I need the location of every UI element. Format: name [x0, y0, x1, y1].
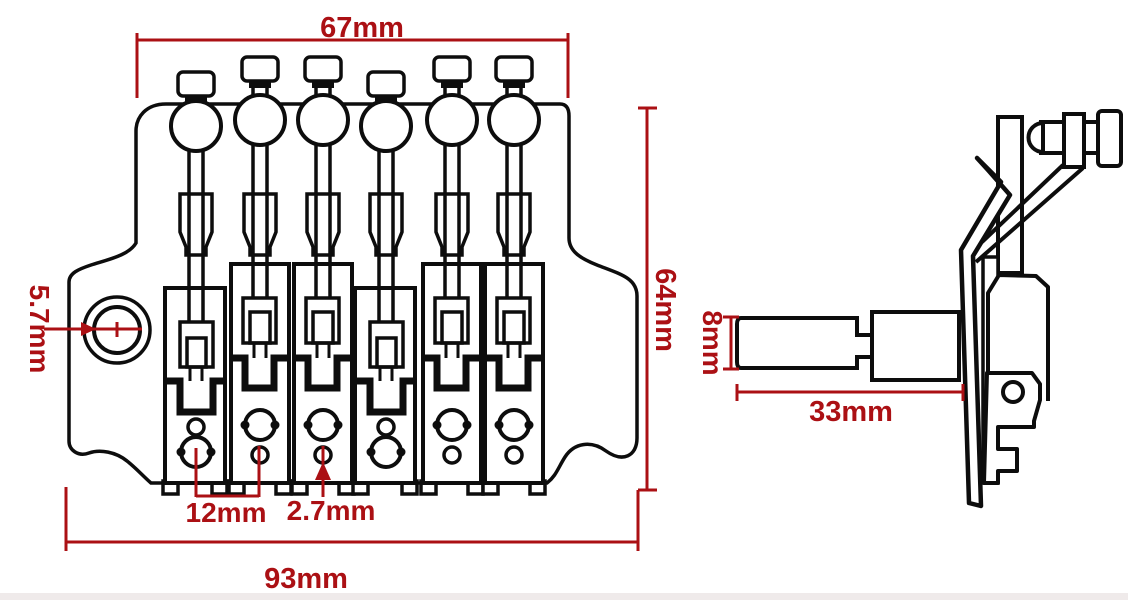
dimension-line-33mm	[735, 384, 965, 401]
label-top-width: 67mm	[320, 12, 404, 44]
dimension-line-64mm	[638, 106, 657, 492]
label-saddle-spacing: 12mm	[186, 497, 267, 528]
bent-baseplate-edge	[958, 155, 1013, 509]
arrowhead-right	[81, 322, 96, 336]
screw-collar	[1062, 112, 1086, 169]
screw-paddle	[1096, 109, 1123, 168]
dimension-saddle-spacing	[194, 446, 261, 498]
dimension-arm-diameter	[723, 315, 739, 371]
side-view	[735, 109, 1123, 509]
arrowhead-up	[315, 462, 331, 480]
photo-edge-strip	[0, 593, 1128, 600]
label-mounting-hole: 5.7mm	[24, 285, 55, 374]
dimension-line-12mm	[194, 446, 261, 498]
label-arm-diameter: 8mm	[697, 310, 728, 375]
lever-arm-lines	[974, 163, 1085, 264]
locking-screw	[1026, 109, 1123, 169]
label-fine-tuner-hole: 2.7mm	[287, 495, 376, 526]
dimension-overall-height	[638, 106, 657, 492]
string-unit-6	[483, 57, 545, 494]
label-overall-width: 93mm	[264, 563, 348, 595]
dimension-top-width	[135, 33, 570, 98]
dimension-fine-tuner-hole	[315, 446, 331, 497]
dimension-mounting-hole	[44, 322, 142, 337]
string-unit-5	[421, 57, 483, 494]
dimension-overall-width	[64, 487, 640, 551]
arm-collar	[870, 310, 961, 382]
saddle-block-side	[986, 273, 1050, 401]
dimension-annotations	[44, 33, 965, 551]
dimension-line-8mm	[723, 315, 739, 371]
string-unit-2	[229, 57, 291, 494]
label-arm-length: 33mm	[809, 396, 893, 428]
dimension-arm-length	[735, 384, 965, 401]
front-view	[67, 57, 639, 494]
tremolo-arm	[735, 310, 961, 382]
dimension-line-93mm	[64, 487, 640, 551]
dimension-line-67mm	[135, 33, 570, 98]
screw-dome-tip	[1026, 120, 1045, 155]
string-unit-3	[292, 57, 354, 494]
label-overall-height: 64mm	[649, 268, 681, 352]
bracket-hole	[1001, 380, 1025, 404]
mounting-bracket	[982, 371, 1042, 485]
arm-bar	[735, 316, 874, 370]
